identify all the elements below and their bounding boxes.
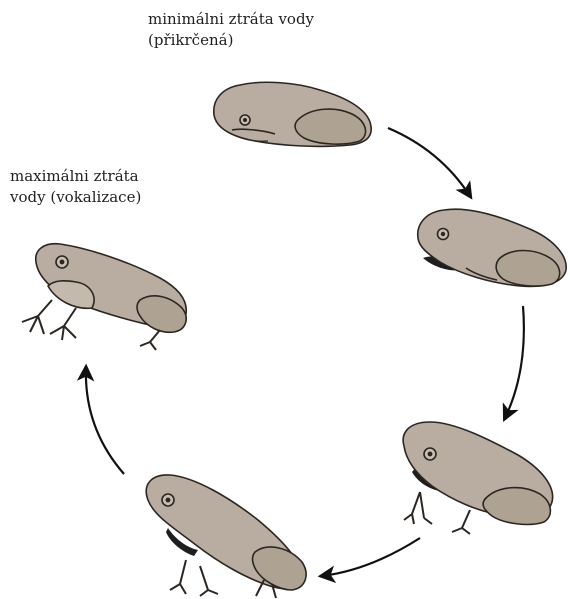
arrow-crouched-to-semi-raised <box>388 128 470 196</box>
arrow-standing-to-vocalizing <box>86 368 124 474</box>
frog-standing-icon <box>146 475 306 598</box>
arrow-semi-raised-to-raised <box>505 306 524 418</box>
frog-crouched-icon <box>214 82 371 146</box>
frog-semi-raised-icon <box>418 209 566 286</box>
frog-raised-icon <box>403 422 552 534</box>
frog-vocalizing-icon <box>22 244 186 350</box>
arrow-raised-to-standing <box>322 538 420 576</box>
